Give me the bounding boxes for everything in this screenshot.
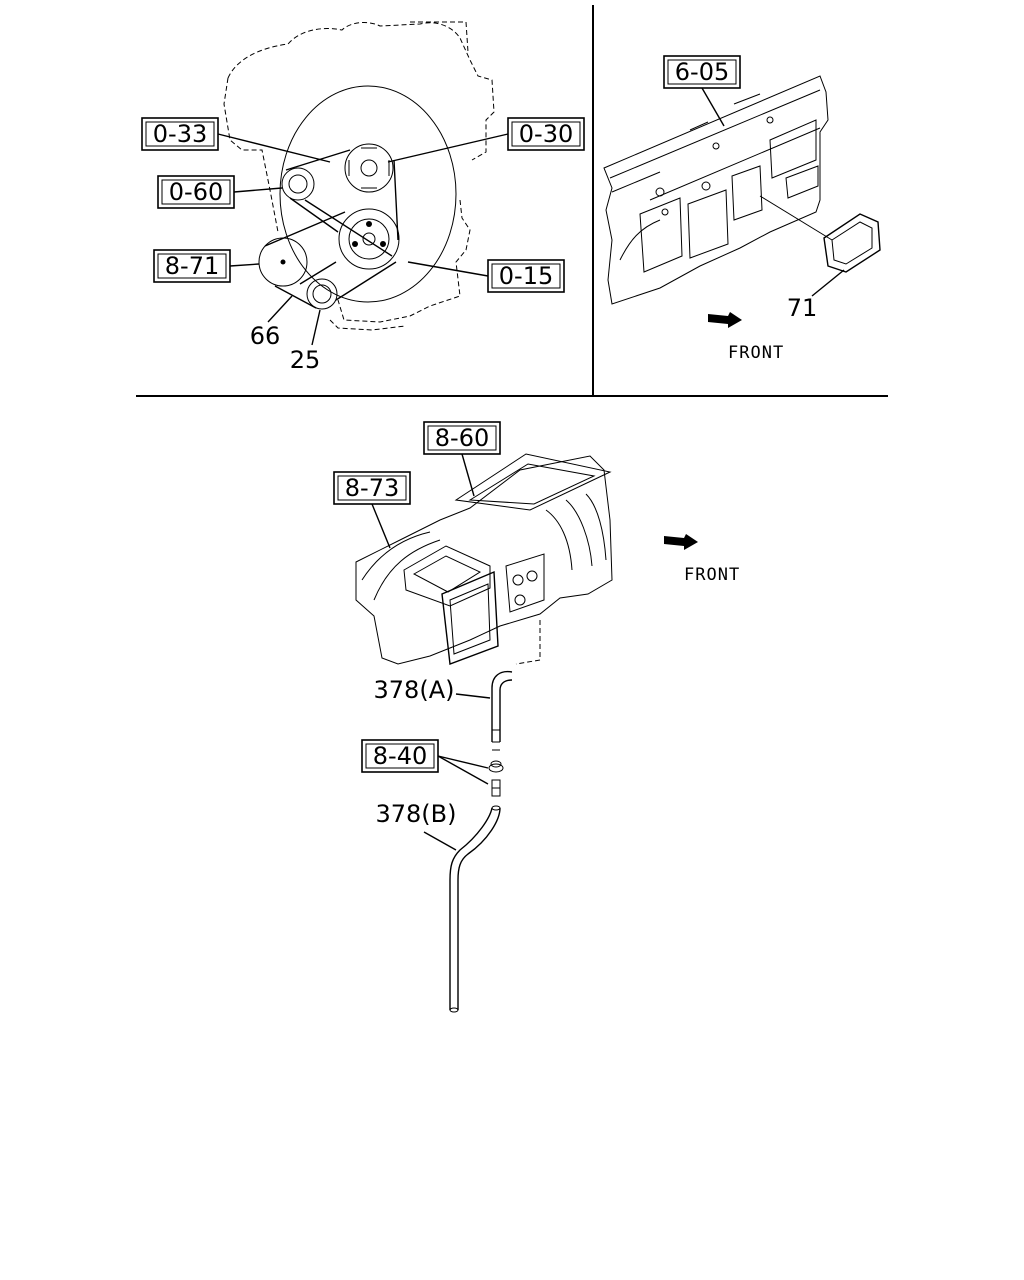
- callout-0-30-text: 0-30: [519, 120, 573, 148]
- callout-8-71-text: 8-71: [165, 252, 219, 280]
- front-direction-label-top: FRONT: [728, 343, 784, 363]
- part-number-25: 25: [290, 346, 321, 374]
- callout-6-05-text: 6-05: [675, 58, 729, 86]
- callout-8-40-text: 8-40: [373, 742, 427, 770]
- callout-8-73: 8-73: [333, 471, 411, 549]
- engine-belt-illustration: [223, 21, 495, 331]
- part-number-71: 71: [787, 294, 818, 322]
- front-arrow-icon: [708, 312, 742, 328]
- callout-8-71: 8-71: [153, 249, 260, 283]
- dash-panel-illustration: [603, 75, 829, 305]
- callout-0-15: 0-15: [407, 259, 565, 293]
- callout-8-73-text: 8-73: [345, 474, 399, 502]
- callout-0-33-text: 0-33: [153, 120, 207, 148]
- callout-0-60: 0-60: [157, 175, 283, 209]
- part-number-66: 66: [250, 322, 281, 350]
- callout-6-05: 6-05: [663, 55, 741, 127]
- heater-unit-illustration: [355, 453, 613, 665]
- callout-0-15-text: 0-15: [499, 262, 553, 290]
- drain-hose-a-illustration: [491, 670, 513, 751]
- seal-71-illustration: [759, 195, 881, 273]
- clamp-fitting-illustration: [488, 760, 504, 797]
- front-arrow-icon: [664, 534, 698, 550]
- part-number-378a: 378(A): [374, 676, 455, 704]
- callout-8-60: 8-60: [423, 421, 501, 497]
- callout-8-60-text: 8-60: [435, 424, 489, 452]
- callout-0-30: 0-30: [387, 117, 585, 163]
- callout-0-33: 0-33: [141, 117, 331, 163]
- part-number-378b: 378(B): [376, 800, 457, 828]
- drain-hose-b-illustration: [449, 805, 501, 1013]
- callout-0-60-text: 0-60: [169, 178, 223, 206]
- front-direction-label-bottom: FRONT: [684, 565, 740, 585]
- callout-8-40: 8-40: [361, 739, 489, 785]
